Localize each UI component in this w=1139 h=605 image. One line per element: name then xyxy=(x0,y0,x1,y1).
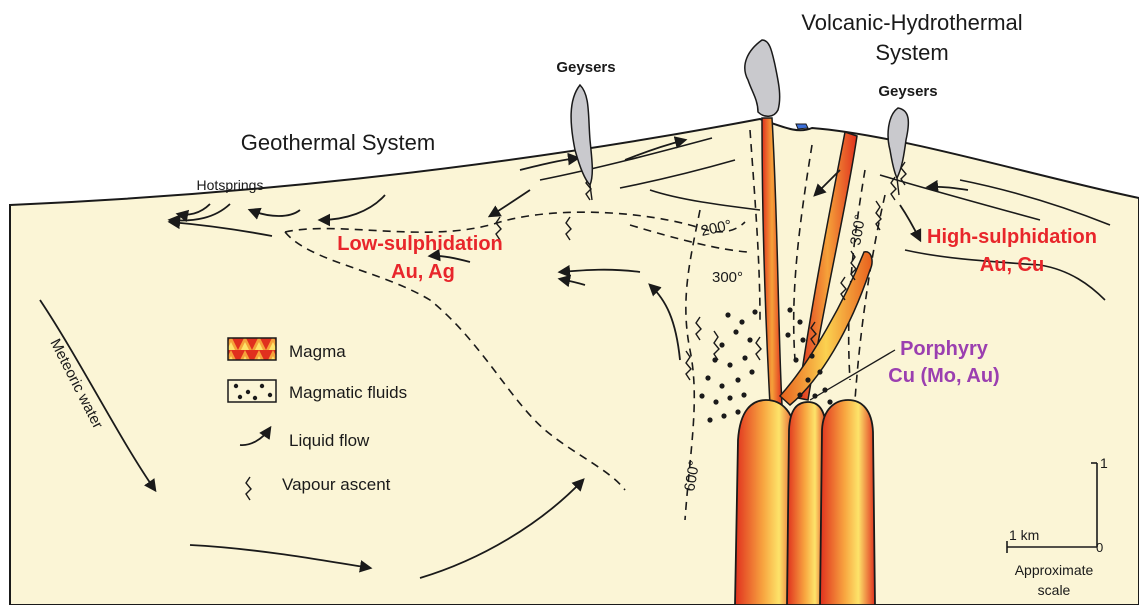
scale-zero-label: 0 xyxy=(1096,540,1103,555)
deposit-high-line2: Au, Cu xyxy=(980,254,1044,276)
deposit-porphyry-line1: Porphyry xyxy=(900,338,989,360)
legend-magma-swatch xyxy=(228,338,276,360)
deposit-low-line1: Low-sulphidation xyxy=(337,233,503,255)
legend-liquid-flow-label: Liquid flow xyxy=(289,431,370,450)
title-geothermal: Geothermal System xyxy=(241,130,435,155)
legend-fluids-swatch xyxy=(228,380,276,402)
pluton-right xyxy=(820,400,875,605)
scale-caption-line1: Approximate xyxy=(1015,562,1094,578)
deposit-high-line1: High-sulphidation xyxy=(927,226,1097,248)
scale-caption-line2: scale xyxy=(1038,582,1071,598)
deposit-low-line2: Au, Ag xyxy=(391,261,455,283)
deposit-porphyry-line2: Cu (Mo, Au) xyxy=(888,365,999,387)
scale-horizontal-label: 1 km xyxy=(1009,527,1039,543)
crater-lake xyxy=(796,124,808,129)
scale-vertical-label: 1 xyxy=(1100,455,1108,471)
legend-fluids-label: Magmatic fluids xyxy=(289,383,407,402)
ground-cross-section xyxy=(10,119,1139,605)
label-geysers-left: Geysers xyxy=(556,59,615,76)
isotherm-300-left: 300° xyxy=(712,269,743,286)
legend-vapour-label: Vapour ascent xyxy=(282,475,391,494)
label-hotsprings: Hotsprings xyxy=(197,177,264,193)
legend-magma-label: Magma xyxy=(289,342,346,361)
volcanic-plume xyxy=(745,40,780,116)
title-volcanic-line1: Volcanic-Hydrothermal xyxy=(801,10,1022,35)
title-volcanic-line2: System xyxy=(875,40,948,65)
magma-plutons xyxy=(735,400,875,605)
label-geysers-right: Geysers xyxy=(878,83,937,100)
